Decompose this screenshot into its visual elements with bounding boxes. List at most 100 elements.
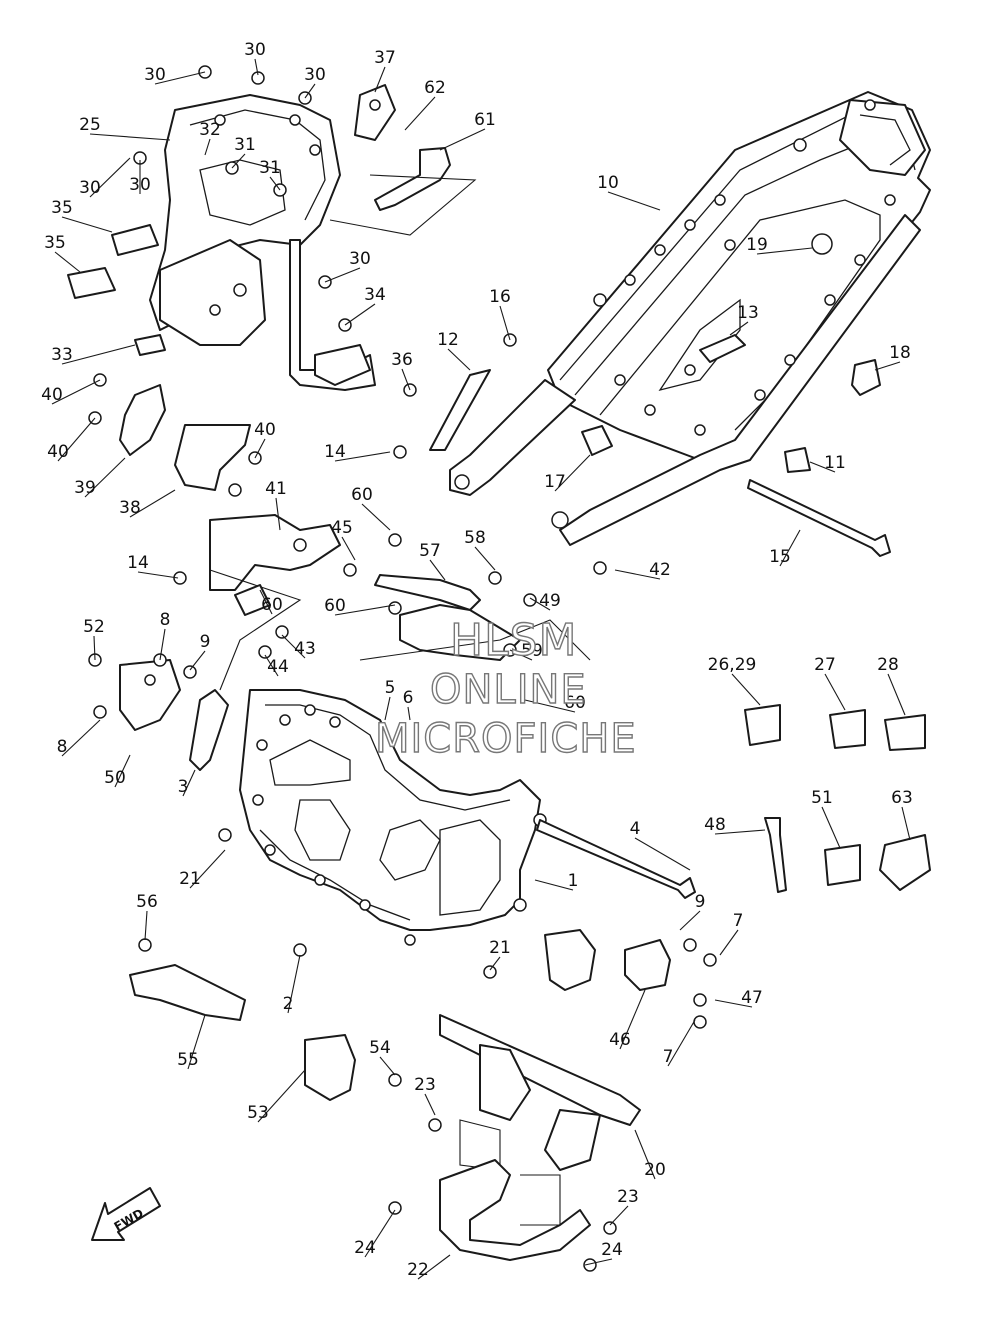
callout-number: 17	[544, 472, 566, 492]
callout-49: 49	[529, 591, 561, 611]
stay-bracket-20	[479, 1044, 531, 1121]
leader-line	[129, 489, 176, 518]
leader-line	[779, 529, 801, 567]
callout-11: 11	[809, 453, 846, 473]
callout-number: 19	[746, 235, 768, 255]
callout-22: 22	[407, 1254, 451, 1280]
leader-line	[334, 451, 391, 462]
callout-21: 21	[489, 938, 511, 971]
bolt-head	[93, 705, 107, 719]
bolt-head	[483, 965, 497, 979]
watermark-line-2: ONLINE	[430, 667, 587, 713]
watermark-line-3: MICROFICHE	[375, 716, 637, 762]
leader-line	[887, 673, 906, 716]
callout-39: 39	[74, 457, 126, 498]
bolt-head	[218, 828, 232, 842]
leader-line	[189, 650, 206, 671]
callout-45: 45	[331, 518, 356, 561]
callout-55: 55	[177, 1014, 206, 1070]
leader-line	[634, 837, 691, 871]
callout-number: 51	[811, 788, 833, 808]
callout-53: 53	[247, 1069, 306, 1123]
callout-number: 10	[597, 173, 619, 193]
callout-number: 60	[564, 693, 586, 713]
callout-number: 5	[385, 678, 396, 698]
leader-line	[154, 71, 206, 85]
callout-number: 34	[364, 285, 386, 305]
callout-number: 24	[354, 1238, 376, 1258]
bolt-head	[693, 1015, 707, 1029]
bracket-part-36	[289, 239, 376, 391]
leader-line	[334, 604, 396, 616]
callout-number: 59	[521, 641, 543, 661]
callout-32: 32	[199, 120, 221, 156]
callout-number: 49	[539, 591, 561, 611]
clamp-part-27	[829, 709, 866, 749]
callout-number: 14	[127, 553, 149, 573]
bolt-head	[275, 625, 289, 639]
bolt-head	[183, 665, 197, 679]
leader-line	[259, 589, 273, 615]
bracket-part-47	[624, 939, 671, 991]
leader-line	[231, 153, 246, 169]
callout-number: 6	[403, 688, 414, 708]
callout-number: 46	[609, 1030, 631, 1050]
leader-line	[404, 96, 436, 131]
clamp-part-26-29	[744, 704, 781, 746]
bolt-head	[703, 953, 717, 967]
part-12	[429, 369, 491, 451]
leader-line	[609, 1205, 629, 1226]
bolt-head	[393, 445, 407, 459]
leader-line	[439, 128, 486, 151]
callout-35: 35	[44, 233, 81, 273]
callout-59: 59	[509, 641, 543, 661]
leader-line	[304, 83, 316, 99]
callout-48: 48	[704, 815, 766, 835]
leader-line	[89, 133, 171, 141]
callout-3: 3	[178, 769, 196, 797]
callout-52: 52	[83, 617, 105, 661]
leader-line	[84, 457, 126, 498]
bracket-plate-36	[314, 344, 371, 386]
bolt-head	[693, 993, 707, 1007]
callout-number: 8	[160, 610, 171, 630]
leader-line	[729, 321, 749, 336]
bolt-head	[683, 938, 697, 952]
leader-line	[269, 176, 281, 191]
callout-30: 30	[244, 40, 266, 76]
callout-44: 44	[264, 654, 289, 677]
leader-line	[667, 1019, 696, 1067]
callout-number: 23	[414, 1075, 436, 1095]
callout-number: 40	[41, 385, 63, 405]
leader-line	[379, 1056, 396, 1076]
callout-number: 56	[136, 892, 158, 912]
leader-line	[254, 438, 266, 459]
watermark-line-1: HLSM	[450, 615, 578, 666]
callout-number: 62	[424, 78, 446, 98]
callout-10: 10	[597, 173, 661, 211]
callout-13: 13	[729, 303, 759, 336]
callout-36: 36	[391, 350, 413, 391]
callout-number: 50	[104, 768, 126, 788]
leader-line	[874, 361, 901, 371]
callout-number: 63	[891, 788, 913, 808]
callout-15: 15	[769, 529, 801, 567]
bolt-head	[388, 533, 402, 547]
callout-2: 2	[283, 954, 301, 1014]
clip-part-18	[851, 359, 881, 396]
callout-31: 31	[259, 158, 281, 191]
callout-37: 37	[374, 48, 396, 93]
leader-line	[361, 503, 391, 531]
bolt-head	[138, 938, 152, 952]
callout-number: 48	[704, 815, 726, 835]
callout-60: 60	[259, 589, 283, 615]
leader-line	[384, 696, 391, 721]
callout-40: 40	[41, 379, 101, 405]
leader-line	[424, 1093, 436, 1116]
callout-number: 28	[877, 655, 899, 675]
leader-line	[182, 769, 196, 797]
callout-number: 44	[267, 657, 289, 677]
leader-line	[89, 157, 131, 198]
callout-40: 40	[47, 417, 96, 462]
